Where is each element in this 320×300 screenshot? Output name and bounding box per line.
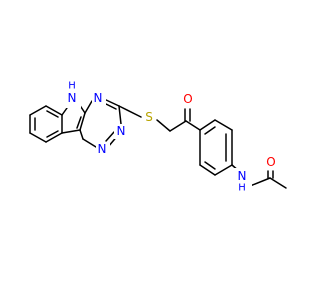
bond-inner (204, 126, 216, 135)
bond (61, 129, 81, 134)
amide-oxygen-symbol: O (266, 155, 275, 169)
bond-inner (46, 110, 59, 118)
indole-n-symbol: N (68, 91, 77, 105)
bond (199, 164, 216, 176)
ketone-o-label: O (181, 92, 195, 107)
bond (199, 119, 216, 131)
triazine-n1-label: N (114, 124, 128, 139)
bond (118, 105, 142, 118)
triazine-n2-label: N (96, 142, 110, 157)
bond (249, 177, 271, 187)
indole-h-symbol: H (68, 81, 76, 92)
bond (214, 119, 233, 131)
bond (29, 132, 47, 143)
bond (79, 129, 84, 140)
molecule-structure: N H N N N S O O N H (29, 81, 287, 194)
bond-inner (105, 131, 115, 142)
bond-inner (204, 161, 216, 170)
indole-nh-label: N H (63, 81, 81, 108)
bond-inner (46, 130, 59, 138)
bond (269, 177, 287, 189)
bond (29, 105, 47, 116)
bond (103, 98, 120, 107)
bond (82, 138, 97, 148)
bond-inner (105, 103, 117, 110)
sulfur-symbol: S (145, 110, 153, 124)
amide-n-symbol: N (238, 169, 247, 183)
amide-nh-label: N H (232, 168, 252, 194)
bond (84, 100, 93, 114)
bond (61, 107, 68, 116)
bond (156, 119, 171, 132)
amide-h-symbol: H (238, 183, 246, 194)
bond (169, 120, 187, 132)
triazine-n4-label: N (92, 91, 106, 106)
bond (118, 105, 122, 125)
bond (214, 164, 233, 176)
bond-inner (76, 116, 82, 129)
bond (45, 132, 63, 143)
amide-o-label: O (264, 155, 278, 170)
bond (45, 105, 63, 116)
triazine-n2-symbol: N (98, 142, 107, 156)
bond (79, 112, 86, 131)
ketone-oxygen-symbol: O (183, 92, 192, 106)
triazine-n4-symbol: N (94, 91, 103, 105)
atom-labels: N H N N N S O O N H (63, 81, 278, 194)
bond (185, 120, 201, 131)
triazine-n1-symbol: N (117, 124, 126, 138)
thioether-s-label: S (142, 110, 156, 125)
